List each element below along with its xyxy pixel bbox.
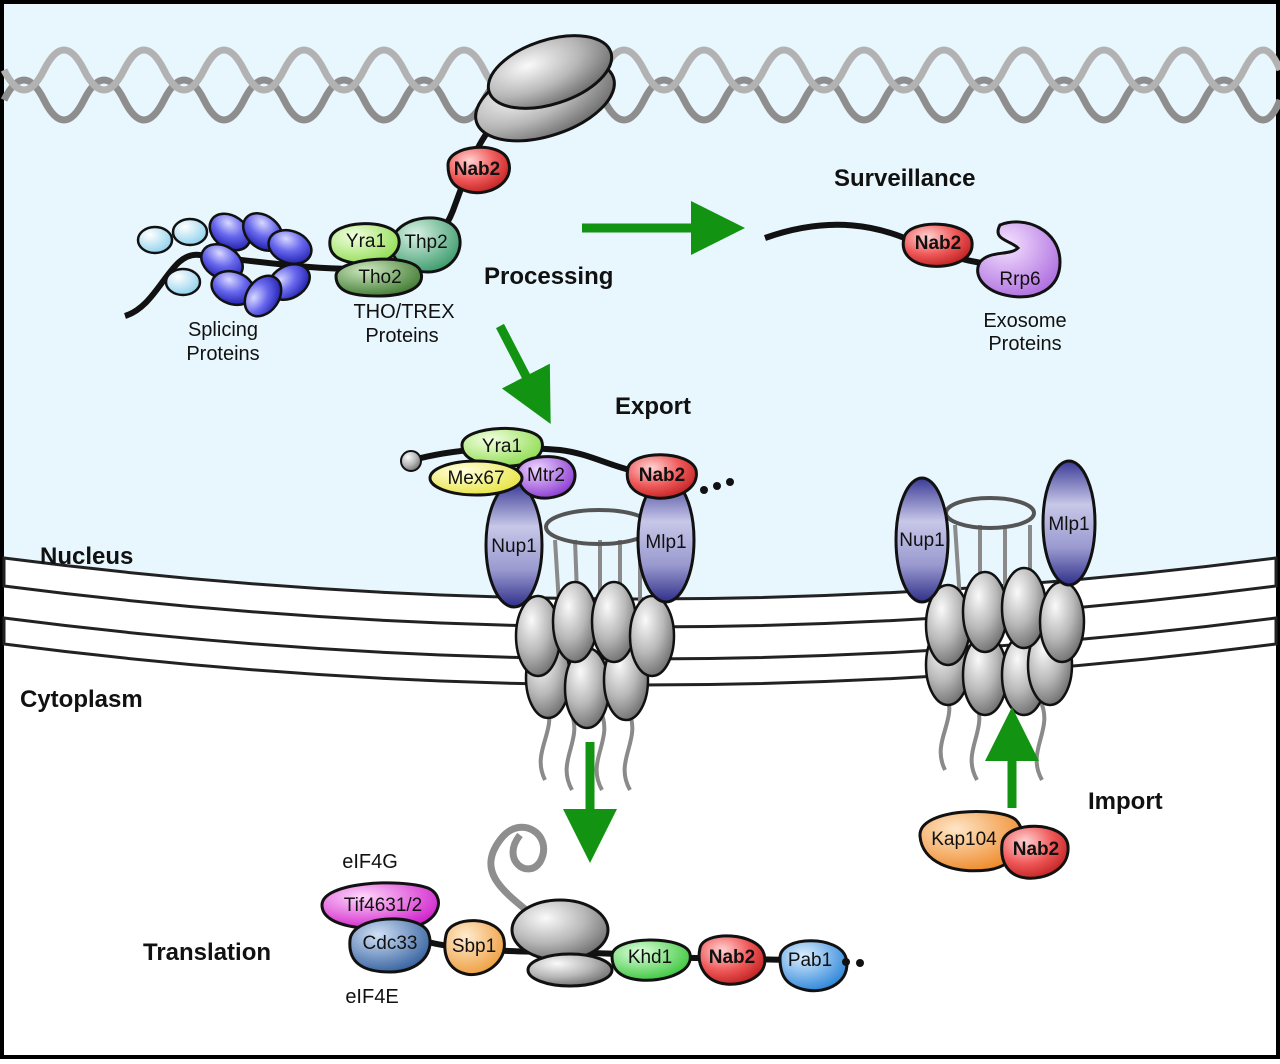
rna-polymerase-icon — [474, 34, 616, 143]
dna-helix — [0, 46, 1280, 124]
svg-text:Nup1: Nup1 — [491, 536, 536, 557]
export-label: Export — [615, 393, 691, 420]
nab2-nascent: Nab2 — [446, 145, 511, 195]
exosome-label-1: Exosome — [983, 310, 1066, 332]
svg-text:Nab2: Nab2 — [639, 465, 685, 486]
translation-label: Translation — [143, 939, 271, 966]
sbp1-protein: Sbp1 — [443, 919, 506, 977]
mrna-continuation-dots — [700, 478, 734, 494]
nab2-export: Nab2 — [625, 453, 698, 500]
svg-text:Kap104: Kap104 — [931, 829, 997, 850]
nuclear-pore-export — [514, 508, 676, 791]
tho-trex-complex: Thp2 Yra1 Tho2 — [328, 216, 462, 298]
nascent-peptide — [487, 823, 558, 938]
thotrex-label-1: THO/TREX — [353, 301, 454, 323]
mex67-export — [428, 459, 524, 497]
svg-text:Cdc33: Cdc33 — [363, 933, 418, 954]
splicing-label-2: Proteins — [186, 343, 259, 365]
svg-text:Pab1: Pab1 — [788, 950, 832, 971]
ribosome-icon — [510, 898, 614, 988]
mlp1-export: Mlp1 — [636, 476, 696, 604]
svg-text:Sbp1: Sbp1 — [452, 936, 496, 957]
svg-text:Yra1: Yra1 — [346, 231, 386, 252]
nup1-export: Nup1 — [484, 481, 544, 609]
nab2-surveillance: Nab2 — [901, 222, 974, 268]
mtr2-export: Mtr2 — [515, 455, 577, 500]
mlp1-import: Mlp1 — [1041, 459, 1097, 587]
tif4631-protein: Tif4631/2 — [320, 881, 440, 931]
cdc33-protein: Cdc33 — [348, 917, 432, 974]
splicing-proteins — [136, 212, 313, 318]
processing-label: Processing — [484, 263, 613, 290]
svg-text:Yra1: Yra1 — [482, 436, 522, 457]
nucleoplasm — [4, 4, 1276, 599]
eif4g-label: eIF4G — [342, 851, 398, 873]
mex67-label: Mex67 — [447, 468, 504, 489]
polya-continuation-dots — [842, 958, 864, 967]
svg-text:Nab2: Nab2 — [915, 233, 961, 254]
import-label: Import — [1088, 788, 1163, 815]
svg-text:Tif4631/2: Tif4631/2 — [344, 895, 423, 916]
pab1-protein: Pab1 — [778, 939, 849, 993]
thotrex-label-2: Proteins — [365, 325, 438, 347]
nucleus-label: Nucleus — [40, 543, 133, 570]
svg-text:Nup1: Nup1 — [899, 530, 944, 551]
svg-text:Tho2: Tho2 — [358, 267, 401, 288]
svg-text:Khd1: Khd1 — [628, 947, 672, 968]
exosome-label-2: Proteins — [988, 333, 1061, 355]
svg-text:Nab2: Nab2 — [1013, 839, 1059, 860]
svg-text:Thp2: Thp2 — [404, 232, 447, 253]
svg-text:Mlp1: Mlp1 — [1048, 514, 1089, 535]
khd1-protein: Khd1 — [610, 938, 692, 982]
nup1-import: Nup1 — [894, 476, 950, 604]
surveillance-label: Surveillance — [834, 165, 975, 192]
arrow-to-export — [496, 323, 551, 424]
svg-text:Mtr2: Mtr2 — [527, 465, 565, 486]
mrna-cap-icon — [400, 450, 422, 472]
eif4e-label: eIF4E — [345, 986, 398, 1008]
nab2-import: Nab2 — [1000, 824, 1070, 880]
cytoplasm-label: Cytoplasm — [20, 686, 143, 713]
svg-text:Nab2: Nab2 — [454, 159, 500, 180]
svg-text:Mlp1: Mlp1 — [645, 532, 686, 553]
splicing-label-1: Splicing — [188, 319, 258, 341]
rrp6-protein: Rrp6 — [976, 220, 1062, 299]
svg-text:Nab2: Nab2 — [709, 947, 755, 968]
svg-text:Rrp6: Rrp6 — [999, 269, 1040, 290]
nab2-translation: Nab2 — [697, 934, 767, 986]
